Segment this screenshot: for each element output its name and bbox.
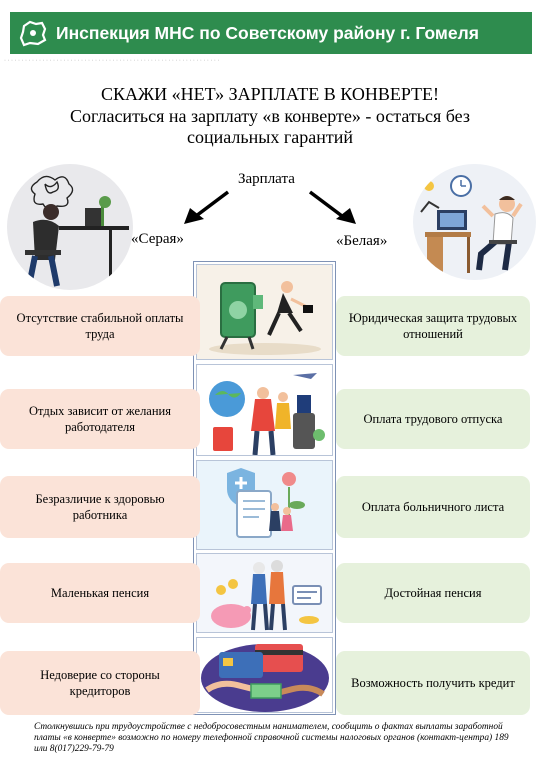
headline-main: СКАЖИ «НЕТ» ЗАРПЛАТЕ В КОНВЕРТЕ! [100, 84, 440, 104]
white-point-3: Оплата больничного листа [336, 476, 530, 538]
headline-sub-2: социальных гарантий [187, 127, 353, 147]
relaxed-worker-illustration [413, 164, 536, 280]
grey-point-3: Безразличие к здоровью работника [0, 476, 200, 538]
white-point-5: Возможность получить кредит [336, 651, 530, 715]
grey-point-2: Отдых зависит от желания работодателя [0, 389, 200, 449]
grey-point-4: Маленькая пенсия [0, 563, 200, 623]
grey-salary-label: «Серая» [131, 231, 184, 247]
white-point-2: Оплата трудового отпуска [336, 389, 530, 449]
pension-savings-illustration [196, 553, 333, 633]
stressed-worker-illustration [7, 164, 133, 290]
white-salary-label: «Белая» [336, 233, 388, 249]
white-point-4: Достойная пенсия [336, 563, 530, 623]
health-insurance-illustration [196, 460, 333, 550]
salary-label: Зарплата [238, 171, 295, 187]
decorative-dots: · · · · · · · · · · · · · · · · · · · · … [4, 58, 220, 64]
headline-sub-1: Согласиться на зарплату «в конверте» - о… [70, 106, 470, 126]
credit-card-illustration [196, 637, 333, 713]
grey-point-5: Недоверие со стороны кредиторов [0, 651, 200, 715]
header-title: Инспекция МНС по Советскому району г. Го… [56, 23, 479, 43]
belarus-map-icon [19, 20, 47, 47]
footer-contact-note: Столкнувшись при трудоустройстве с недоб… [34, 722, 509, 754]
header-banner: Инспекция МНС по Советскому району г. Го… [10, 12, 532, 54]
branch-arrows [184, 190, 356, 224]
money-escape-illustration [196, 264, 333, 360]
grey-point-1: Отсутствие стабильной оплаты труда [0, 296, 200, 356]
vacation-travel-illustration [196, 364, 333, 456]
white-point-1: Юридическая защита трудовых отношений [336, 296, 530, 356]
